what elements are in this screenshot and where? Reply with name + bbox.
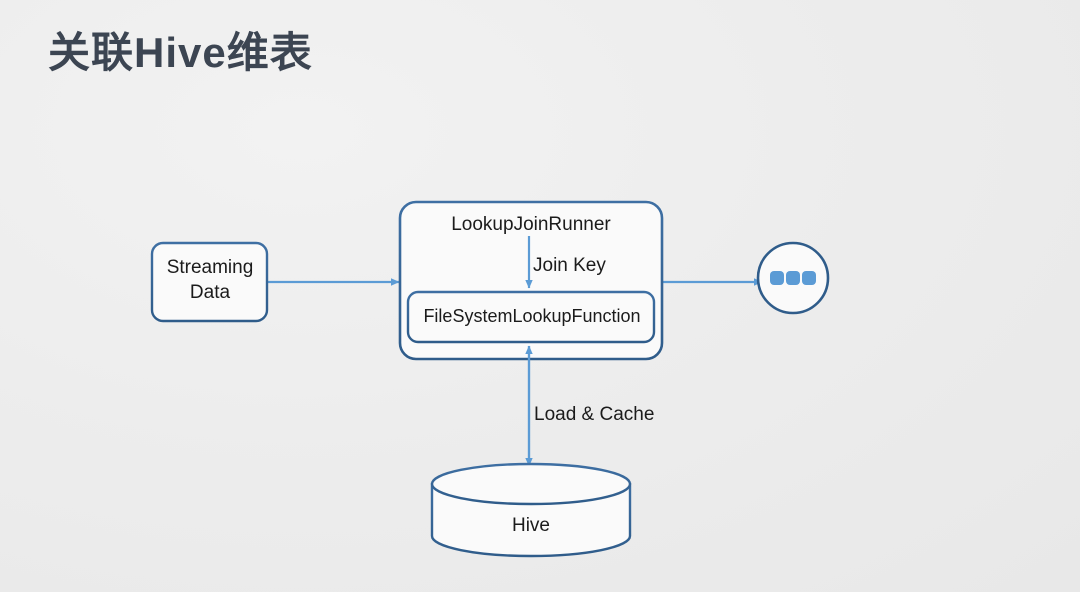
page-title: 关联Hive维表 [48,29,313,76]
node-downstream [756,241,830,315]
node-hive-cylinder [430,462,632,558]
ellipsis-dot-1 [770,271,784,285]
node-filesystem-lookup-function [406,290,656,344]
node-streaming-data [150,241,269,323]
ellipsis-dot-2 [786,271,800,285]
ellipsis-dot-3 [802,271,816,285]
